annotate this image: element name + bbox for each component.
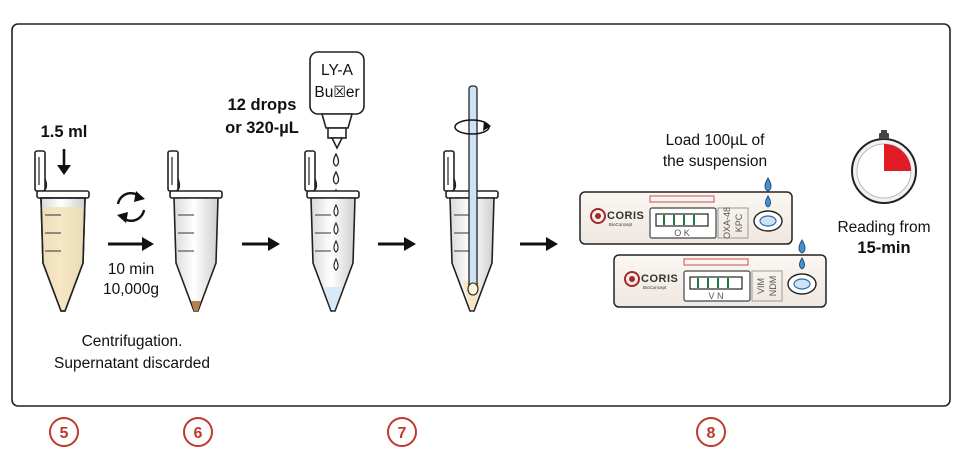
target-ndm: NDM bbox=[768, 276, 778, 297]
cassette-brand-sub: BioConcept bbox=[643, 285, 667, 290]
tube-buffer bbox=[304, 150, 360, 312]
step-number: 7 bbox=[398, 425, 407, 442]
coris-logo bbox=[590, 208, 606, 224]
swab-stick bbox=[467, 85, 479, 296]
load-line2: the suspension bbox=[663, 153, 767, 170]
coris-logo bbox=[624, 271, 640, 287]
window-letters: O K bbox=[674, 228, 690, 238]
cassette-brand: CORIS bbox=[641, 273, 678, 285]
step-5: 5 bbox=[49, 417, 79, 447]
reading-line1: Reading from bbox=[837, 219, 930, 236]
cassette-vim-ndm: CORIS BioConcept V N VIM NDM bbox=[613, 254, 827, 308]
drops-line1: 12 drops bbox=[228, 96, 297, 114]
reading-line2: 15-min bbox=[857, 239, 910, 257]
target-vim: VIM bbox=[756, 278, 766, 294]
centrifuge-speed: 10,000g bbox=[103, 281, 159, 298]
target-oxa48: OXA-48 bbox=[722, 207, 732, 239]
buffer-bottle bbox=[309, 51, 365, 150]
down-arrow-icon bbox=[57, 149, 71, 175]
drop-icon bbox=[798, 239, 806, 270]
bottle-label-line1: LY-A bbox=[321, 62, 354, 79]
bottle-label-line2: Bu☒er bbox=[314, 84, 359, 101]
rotate-arrows-icon bbox=[116, 191, 146, 223]
target-kpc: KPC bbox=[734, 213, 744, 232]
timer-icon bbox=[851, 130, 917, 204]
cassette-oxa-kpc: CORIS BioConcept O K OXA-48 KPC bbox=[579, 191, 793, 245]
centrifugation-line2: Supernatant discarded bbox=[54, 355, 210, 372]
window-letters: V N bbox=[708, 291, 723, 301]
step-number: 8 bbox=[707, 425, 716, 442]
centrifugation-line1: Centrifugation. bbox=[82, 333, 183, 350]
cassette-brand: CORIS bbox=[607, 210, 644, 222]
drop-icon bbox=[764, 177, 772, 208]
right-arrow-icon bbox=[108, 237, 154, 251]
centrifuge-time: 10 min bbox=[108, 261, 155, 278]
cassette-brand-sub: BioConcept bbox=[609, 222, 633, 227]
right-arrow-icon bbox=[378, 237, 416, 251]
volume-label: 1.5 ml bbox=[41, 123, 88, 141]
drops-line2: or 320-µL bbox=[225, 119, 299, 137]
tube-pellet bbox=[167, 150, 223, 312]
step-number: 6 bbox=[194, 425, 203, 442]
swirl-icon bbox=[454, 119, 491, 135]
right-arrow-icon bbox=[242, 237, 280, 251]
step-8: 8 bbox=[696, 417, 726, 447]
right-arrow-icon bbox=[520, 237, 558, 251]
load-line1: Load 100µL of bbox=[666, 132, 766, 149]
step-number: 5 bbox=[60, 425, 69, 442]
step-7: 7 bbox=[387, 417, 417, 447]
step-6: 6 bbox=[183, 417, 213, 447]
tube-sample-fill bbox=[40, 197, 86, 312]
